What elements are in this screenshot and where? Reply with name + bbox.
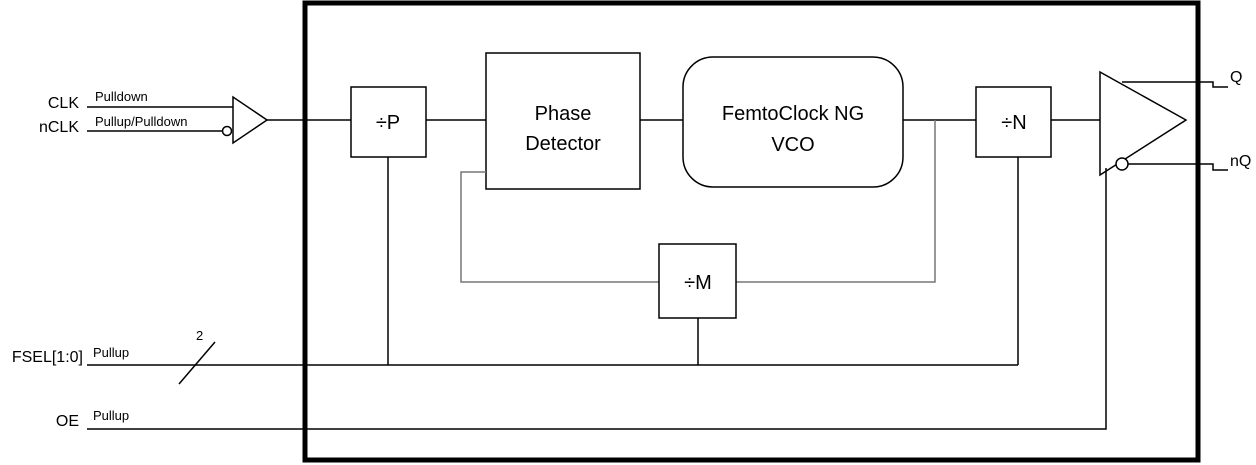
output-inversion-bubble: [1115, 157, 1129, 171]
p-divider-block: ÷P: [350, 86, 427, 158]
nclk-attr-label: Pullup/Pulldown: [95, 114, 188, 129]
phase-detector-label-line1: Phase: [535, 103, 592, 125]
vco-block: FemtoClock NG VCO: [682, 56, 904, 188]
fsel-bus-width-label: 2: [196, 328, 203, 343]
n-divider-label: ÷N: [1001, 112, 1026, 134]
chip-boundary: [302, 0, 1201, 463]
bus-slash-marker: [178, 341, 216, 385]
nq-output-label: nQ: [1230, 153, 1251, 170]
clk-attr-label: Pulldown: [95, 89, 148, 104]
feedback-path: [460, 120, 936, 283]
fsel-bus: [87, 157, 1019, 385]
output-buffer: [1099, 70, 1228, 177]
fsel-attr-label: Pullup: [93, 345, 129, 360]
m-divider-label: ÷M: [684, 272, 712, 294]
fsel-pin-label: FSEL[1:0]: [12, 349, 83, 366]
vco-label-line1: FemtoClock NG: [722, 103, 864, 125]
oe-attr-label: Pullup: [93, 408, 129, 423]
oe-line: [87, 168, 1107, 430]
q-output-label: Q: [1230, 69, 1242, 86]
input-buffer: [87, 95, 351, 145]
oe-pin-label: OE: [56, 413, 79, 430]
inversion-bubble: [221, 125, 233, 137]
phase-detector-label-line2: Detector: [525, 133, 601, 155]
p-divider-label: ÷P: [376, 112, 400, 134]
clk-pin-label: CLK: [48, 95, 79, 112]
vco-label-line2: VCO: [771, 134, 814, 156]
phase-detector-block: Phase Detector: [485, 52, 641, 190]
m-divider-block: ÷M: [658, 243, 737, 319]
n-divider-block: ÷N: [975, 86, 1052, 158]
nclk-pin-label: nCLK: [39, 119, 79, 136]
